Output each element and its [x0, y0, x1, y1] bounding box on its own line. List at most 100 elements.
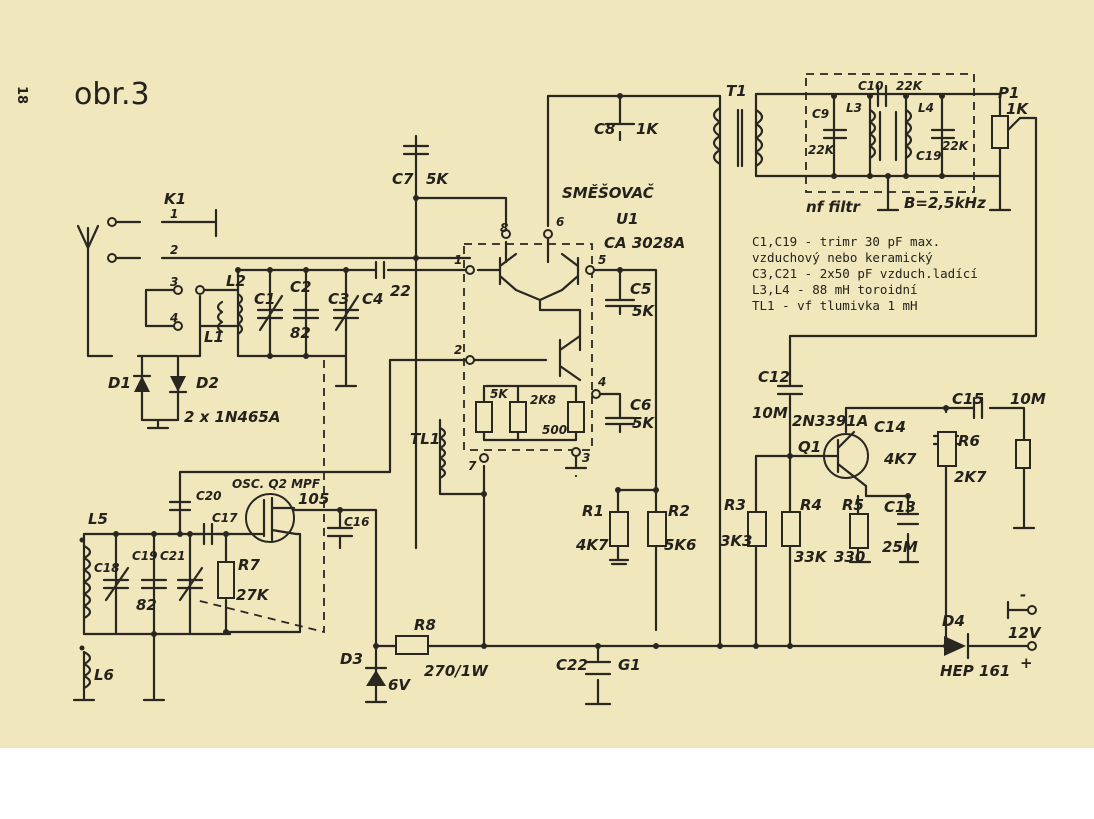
label-r2: R2	[668, 502, 690, 520]
note-line: C3,C21 - 2x50 pF vzduch.ladící	[752, 266, 978, 281]
label-pin7: 7	[468, 459, 477, 473]
label-tl1: TL1	[410, 430, 440, 448]
label-l1: L1	[204, 328, 224, 346]
label-bandwidth: B=2,5kHz	[904, 194, 986, 212]
label-c15: C15	[952, 390, 984, 408]
label-c22-value: G1	[618, 656, 641, 674]
label-r3: R3	[724, 496, 746, 514]
label-c16: C16	[344, 515, 370, 529]
label-c12-value: 10M	[752, 404, 788, 422]
label-minus: -	[1020, 586, 1026, 604]
note-line: L3,L4 - 88 mH toroidní	[752, 282, 918, 297]
label-c13: C13	[884, 498, 916, 516]
label-c19: C19	[132, 549, 158, 563]
label-r5-value: 330	[834, 548, 865, 566]
label-r-2k8: 2K8	[530, 393, 556, 407]
label-sw3: 3	[170, 275, 178, 289]
label-pin3: 3	[582, 451, 590, 465]
label-pin1: 1	[454, 253, 462, 267]
label-c21: C21	[160, 549, 186, 563]
label-oscillator-value: 105	[298, 490, 329, 508]
label-c8-value: 1K	[636, 120, 659, 138]
junction-dots	[113, 93, 949, 649]
label-d3-value: 6V	[388, 676, 411, 694]
label-c6: C6	[630, 396, 651, 414]
label-c10: C10	[858, 79, 884, 93]
label-c3: C3	[328, 290, 349, 308]
label-l2: L2	[226, 272, 246, 290]
label-sw4: 4	[169, 311, 178, 325]
label-c7-value: 5K	[426, 170, 449, 188]
label-c14: C14	[874, 418, 906, 436]
note-line: TL1 - vf tlumivka 1 mH	[752, 298, 918, 313]
label-mixer: SMĚŠOVAČ	[562, 182, 654, 202]
label-c13-value: 25M	[882, 538, 918, 556]
label-r6: R6	[958, 432, 980, 450]
label-sw2: 2	[170, 243, 178, 257]
note-line: C1,C19 - trimr 30 pF max.	[752, 234, 940, 249]
label-r1: R1	[582, 502, 604, 520]
label-r3-value: 3K3	[720, 532, 753, 550]
label-r8-value: 270/1W	[424, 662, 489, 680]
label-c5-value: 5K	[632, 302, 655, 320]
label-c14-value: 4K7	[883, 450, 917, 468]
label-c20: C20	[196, 489, 222, 503]
components	[79, 84, 1037, 690]
label-c19-filter: C19	[916, 149, 942, 163]
label-c4-value: 22	[390, 282, 411, 300]
label-r1-value: 4K7	[575, 536, 609, 554]
label-c2-value: 82	[290, 324, 311, 342]
label-c4: C4	[362, 290, 383, 308]
label-c17: C17	[212, 511, 238, 525]
label-p1-value: 1K	[1006, 100, 1029, 118]
label-diodes: 2 x 1N465A	[184, 408, 280, 426]
label-c18: C18	[94, 561, 120, 575]
label-sw1: 1	[170, 207, 178, 221]
label-l3: L3	[846, 101, 862, 115]
label-pin2: 2	[454, 343, 462, 357]
label-c9-value: 22K	[808, 143, 836, 157]
label-c12: C12	[758, 368, 790, 386]
component-labels: K1 1 2 3 4 D1 D2 2 x 1N465A L2 L1 C1 C2 …	[88, 79, 1046, 694]
label-r5: R5	[842, 496, 864, 514]
circuit-schematic: 18 obr.3	[14, 73, 1046, 706]
label-c19-filter-value: 22K	[942, 139, 970, 153]
label-r8: R8	[414, 616, 436, 634]
label-r7-value: 27K	[236, 586, 270, 604]
label-supply: 12V	[1008, 624, 1042, 642]
label-r6-value: 2K7	[954, 468, 987, 486]
label-pin8: 8	[500, 221, 508, 235]
label-k1: K1	[164, 190, 186, 208]
label-d4: D4	[942, 612, 965, 630]
label-c9: C9	[812, 107, 829, 121]
schematic-page: 18 obr.3	[0, 0, 1094, 748]
label-u1: U1	[616, 210, 639, 228]
label-c19-value: 82	[136, 596, 157, 614]
label-l6: L6	[94, 666, 114, 684]
label-d3: D3	[340, 650, 363, 668]
label-d1: D1	[108, 374, 131, 392]
label-pin5: 5	[598, 253, 606, 267]
component-notes: C1,C19 - trimr 30 pF max. vzduchový nebo…	[752, 234, 978, 313]
label-oscillator: OSC. Q2 MPF	[232, 477, 321, 491]
label-filter: nf filtr	[806, 198, 862, 216]
label-c2: C2	[290, 278, 311, 296]
label-plus: +	[1020, 654, 1033, 672]
label-pin4: 4	[597, 375, 606, 389]
label-r4: R4	[800, 496, 822, 514]
label-q1-type: 2N3391A	[792, 412, 868, 430]
label-r-5k: 5K	[490, 387, 509, 401]
label-d2: D2	[196, 374, 219, 392]
label-p1: P1	[998, 84, 1019, 102]
page-number: 18	[14, 86, 29, 104]
label-d4-value: HEP 161	[940, 662, 1010, 680]
label-pin6: 6	[556, 215, 564, 229]
label-l5: L5	[88, 510, 108, 528]
label-t1: T1	[726, 82, 747, 100]
dashed-boundaries	[195, 73, 975, 634]
label-c5: C5	[630, 280, 651, 298]
label-c10-value: 22K	[896, 79, 924, 93]
label-c7: C7	[392, 170, 414, 188]
label-u1-type: CA 3028A	[604, 234, 685, 252]
label-r2-value: 5K6	[664, 536, 697, 554]
